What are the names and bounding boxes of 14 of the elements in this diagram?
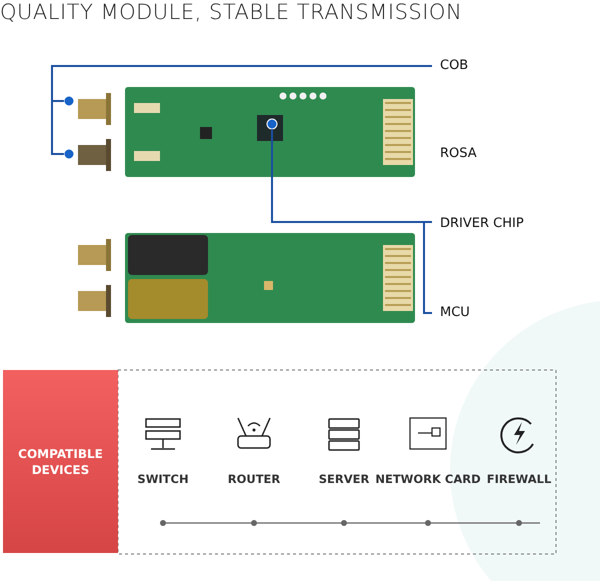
callout-label: COB (440, 58, 468, 73)
device-label: SERVER (318, 472, 370, 486)
leader-line (51, 65, 432, 155)
device-label: ROUTER (228, 472, 280, 486)
device-label: FIREWALL (486, 472, 552, 486)
category-band: COMPATIBLE DEVICES (3, 370, 118, 553)
callout-label: DRIVER CHIP (440, 216, 524, 231)
device-label: SWITCH (137, 472, 189, 486)
title: QUALITY MODULE, STABLE TRANSMISSION (0, 0, 462, 24)
device-label: NETWORK CARD (375, 472, 481, 486)
marker-dot (64, 148, 74, 160)
callout-label: MCU (440, 305, 470, 320)
callout-label: ROSA (440, 146, 477, 161)
marker-dot (64, 96, 74, 106)
